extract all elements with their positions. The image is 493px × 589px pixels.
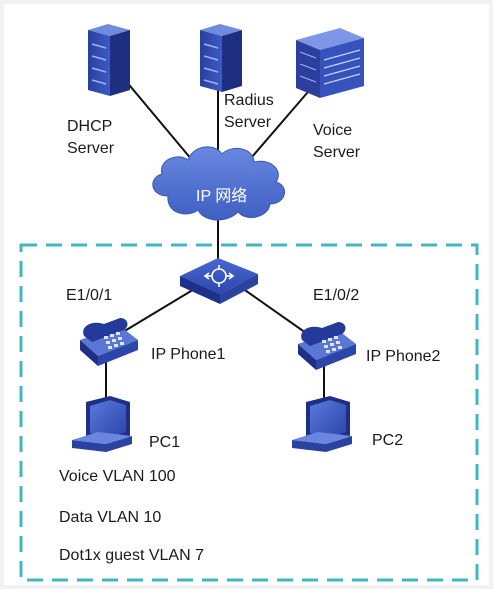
port-e1-0-1-label: E1/0/1 — [66, 287, 113, 304]
switch-icon — [180, 258, 258, 304]
guest-vlan-label: Dot1x guest VLAN 7 — [59, 547, 204, 564]
pc1-icon — [72, 396, 132, 452]
dhcp-server-label: DHCP Server — [67, 118, 115, 157]
ip-phone2-label: IP Phone2 — [366, 348, 441, 365]
links — [105, 61, 325, 402]
link-switch-phone1 — [117, 287, 197, 336]
ip-phone2-icon — [298, 322, 356, 370]
voice-server-icon — [296, 28, 364, 98]
ip-phone1-label: IP Phone1 — [151, 346, 226, 363]
ip-network-cloud-icon — [152, 146, 285, 221]
port-e1-0-2-label: E1/0/2 — [313, 287, 360, 304]
radius-server-icon — [200, 24, 242, 92]
voice-server-label: Voice Server — [313, 122, 361, 161]
diagram-panel — [4, 4, 489, 585]
pc2-icon — [292, 396, 352, 452]
access-area-border — [19, 243, 479, 582]
data-vlan-label: Data VLAN 10 — [59, 509, 162, 526]
ip-phone1-icon — [80, 318, 138, 366]
radius-server-label: Radius Server — [224, 92, 274, 131]
pc2-label: PC2 — [372, 432, 404, 449]
ip-network-label: IP 网络 — [196, 188, 248, 205]
voice-vlan-label: Voice VLAN 100 — [59, 468, 176, 485]
pc1-label: PC1 — [149, 434, 181, 451]
dhcp-server-icon — [88, 24, 130, 96]
